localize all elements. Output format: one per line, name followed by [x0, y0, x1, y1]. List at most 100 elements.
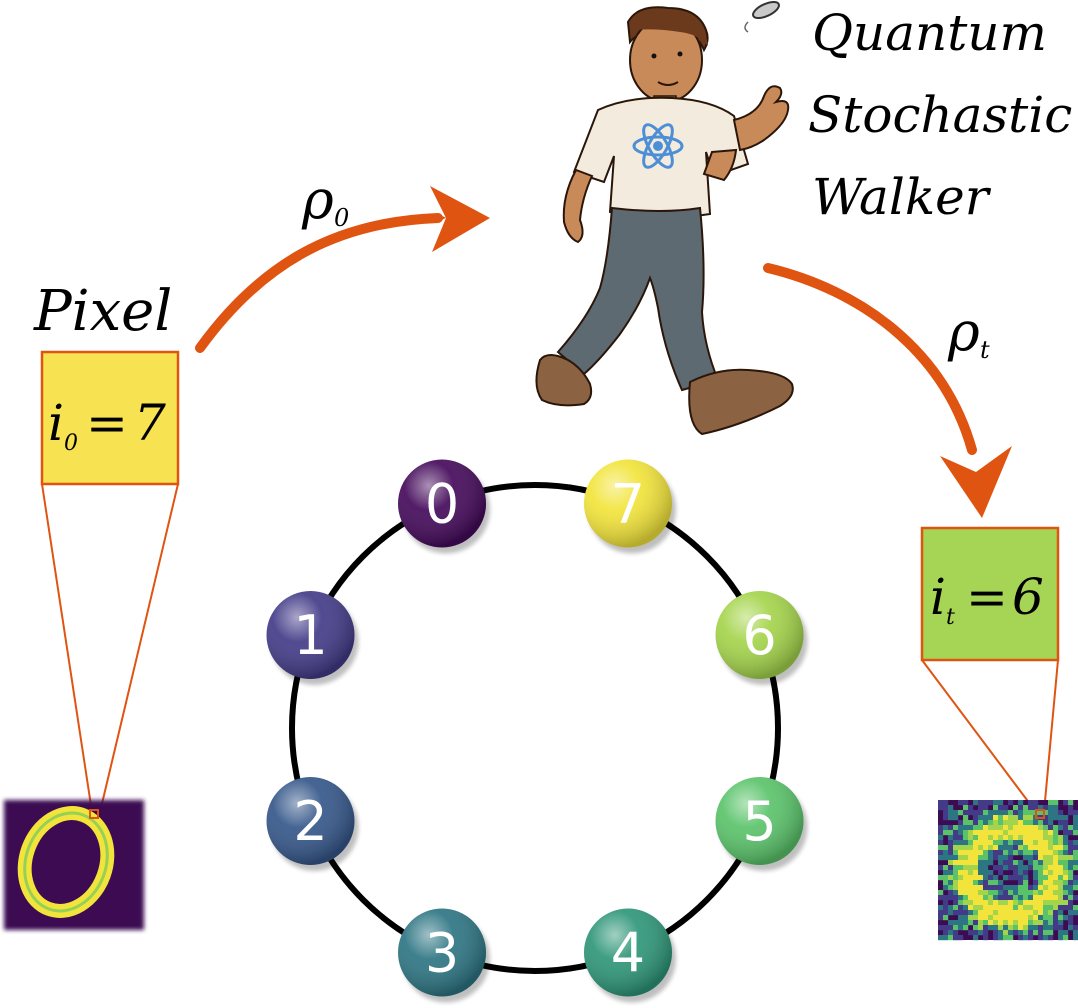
- final-digit-pixel: [988, 820, 994, 826]
- final-digit-pixel: [983, 855, 989, 861]
- final-digit-pixel: [1003, 920, 1009, 926]
- final-digit-pixel: [1003, 930, 1009, 936]
- ring-node-3: 3: [398, 908, 491, 1003]
- final-digit-pixel: [1033, 910, 1039, 916]
- final-digit-pixel: [1018, 835, 1024, 841]
- final-digit-pixel: [1043, 900, 1049, 906]
- final-digit-pixel: [973, 800, 979, 806]
- final-digit-pixel: [1008, 935, 1014, 941]
- final-digit-pixel: [958, 925, 964, 931]
- final-digit-pixel: [968, 810, 974, 816]
- final-digit-pixel: [1043, 930, 1049, 936]
- final-digit-pixel: [988, 895, 994, 901]
- rho-0-subscript: 0: [334, 204, 349, 232]
- final-digit-pixel: [1043, 870, 1049, 876]
- final-digit-pixel: [1023, 835, 1029, 841]
- final-digit-pixel: [1043, 850, 1049, 856]
- final-digit-pixel: [983, 880, 989, 886]
- final-digit-pixel: [1068, 840, 1074, 846]
- final-digit-pixel: [1043, 885, 1049, 891]
- final-digit-pixel: [1068, 845, 1074, 851]
- final-digit-pixel: [1038, 845, 1044, 851]
- final-digit-pixel: [1023, 845, 1029, 851]
- final-digit-pixel: [983, 845, 989, 851]
- rho-0-label: ρ 0: [301, 168, 349, 232]
- final-digit-pixel: [1003, 875, 1009, 881]
- final-digit-pixel: [978, 910, 984, 916]
- final-digit-pixel: [1043, 880, 1049, 886]
- final-digit-pixel: [988, 850, 994, 856]
- final-digit-pixel: [983, 860, 989, 866]
- ring-cycle: [289, 482, 781, 974]
- final-digit-pixel: [1068, 900, 1074, 906]
- final-digit-pixel: [953, 900, 959, 906]
- final-digit-pixel: [978, 920, 984, 926]
- final-digit-pixel: [953, 815, 959, 821]
- final-digit-pixel: [1028, 835, 1034, 841]
- final-digit-pixel: [1003, 890, 1009, 896]
- title-line-2: Stochastic: [808, 86, 1072, 144]
- final-digit-pixel: [1013, 825, 1019, 831]
- final-digit-pixel: [943, 850, 949, 856]
- final-digit-pixel: [993, 835, 999, 841]
- final-digit-pixel: [993, 810, 999, 816]
- final-digit-pixel: [1053, 920, 1059, 926]
- final-digit-pixel: [953, 910, 959, 916]
- final-digit-pixel: [953, 905, 959, 911]
- final-digit-pixel: [978, 865, 984, 871]
- final-digit-pixel: [958, 820, 964, 826]
- final-digit-pixel: [1033, 880, 1039, 886]
- final-digit-pixel: [1053, 840, 1059, 846]
- final-digit-pixel: [1048, 920, 1054, 926]
- final-digit-pixel: [998, 820, 1004, 826]
- final-digit-pixel: [1008, 845, 1014, 851]
- final-digit-pixel: [1023, 815, 1029, 821]
- final-digit-pixel: [978, 845, 984, 851]
- final-digit-pixel: [963, 880, 969, 886]
- final-digit-pixel: [973, 840, 979, 846]
- final-digit-pixel: [973, 915, 979, 921]
- final-digit-pixel: [1008, 830, 1014, 836]
- final-digit-pixel: [1033, 825, 1039, 831]
- final-digit-pixel: [1068, 830, 1074, 836]
- final-digit-pixel: [1053, 860, 1059, 866]
- final-digit-pixel: [1048, 925, 1054, 931]
- final-digit-pixel: [1018, 845, 1024, 851]
- final-digit-pixel: [983, 935, 989, 941]
- final-digit-pixel: [958, 915, 964, 921]
- final-digit-pixel: [1058, 860, 1064, 866]
- final-digit-pixel: [1028, 810, 1034, 816]
- final-digit-pixel: [963, 865, 969, 871]
- final-digit-pixel: [998, 865, 1004, 871]
- final-digit-pixel: [1048, 875, 1054, 881]
- final-digit-pixel: [973, 875, 979, 881]
- final-digit-pixel: [1038, 840, 1044, 846]
- final-digit-pixel: [1023, 905, 1029, 911]
- rho-0-symbol: ρ: [301, 168, 334, 231]
- final-digit-pixel: [1058, 820, 1064, 826]
- final-digit-pixel: [958, 900, 964, 906]
- final-digit-pixel: [1023, 820, 1029, 826]
- final-digit-pixel: [938, 800, 944, 806]
- initial-digit-image: [4, 800, 144, 930]
- final-digit-pixel: [988, 905, 994, 911]
- final-digit-pixel: [988, 835, 994, 841]
- final-digit-pixel: [973, 895, 979, 901]
- final-digit-pixel: [993, 905, 999, 911]
- final-digit-pixel: [988, 925, 994, 931]
- final-digit-pixel: [1048, 890, 1054, 896]
- final-digit-pixel: [988, 800, 994, 806]
- final-digit-pixel: [978, 810, 984, 816]
- final-digit-pixel: [963, 830, 969, 836]
- final-digit-pixel: [968, 895, 974, 901]
- final-digit-pixel: [988, 875, 994, 881]
- final-digit-pixel: [978, 815, 984, 821]
- final-digit-pixel: [1018, 800, 1024, 806]
- final-digit-pixel: [953, 825, 959, 831]
- final-digit-pixel: [1028, 895, 1034, 901]
- final-digit-pixel: [1073, 845, 1078, 851]
- final-digit-pixel: [1063, 800, 1069, 806]
- final-digit-pixel: [1058, 840, 1064, 846]
- final-digit-pixel: [998, 880, 1004, 886]
- final-digit-pixel: [1008, 855, 1014, 861]
